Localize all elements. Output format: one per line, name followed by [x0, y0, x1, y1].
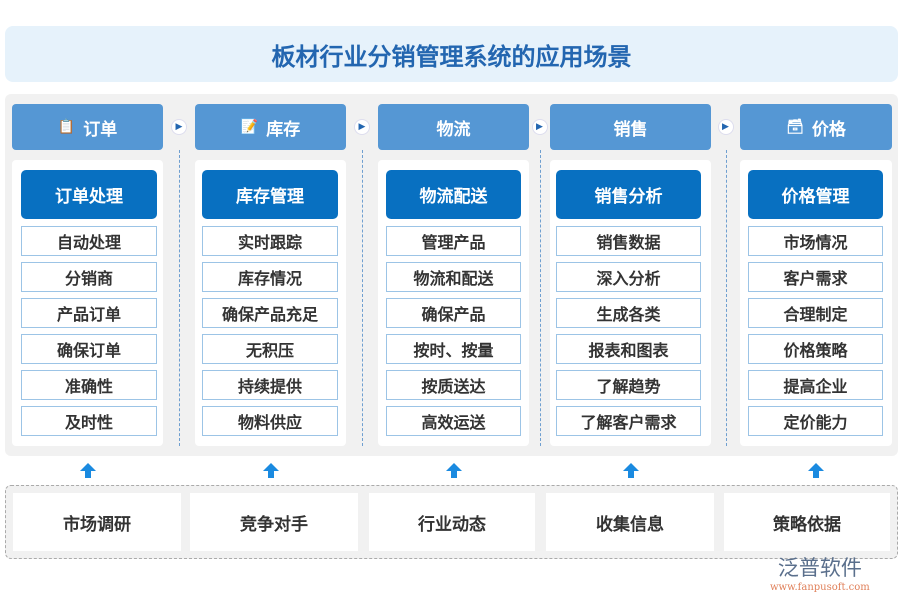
list-item: 物流和配送 [386, 262, 521, 292]
list-item: 确保订单 [21, 334, 157, 364]
list-item: 合理制定 [748, 298, 883, 328]
list-item: 按时、按量 [386, 334, 521, 364]
list-item: 及时性 [21, 406, 157, 436]
arrow-up-stem [84, 471, 91, 478]
logo-name: 泛普软件 [777, 556, 862, 580]
arrow-up-stem [813, 471, 819, 478]
header-label: 价格 [811, 119, 846, 140]
bottom-card: 策略依据 [724, 493, 890, 551]
document-edit-icon: 📝 [240, 119, 259, 135]
arrow-up-stem [267, 471, 274, 478]
arrow-up-icon [622, 463, 639, 471]
page-title: 板材行业分销管理系统的应用场景 [5, 26, 898, 82]
bottom-card: 竞争对手 [190, 493, 358, 551]
chevron-right-icon: ▶ [354, 119, 370, 135]
divider [539, 150, 541, 446]
header-label: 库存 [266, 119, 301, 140]
chevron-right-icon: ▶ [717, 119, 734, 135]
list-item: 提高企业 [748, 370, 883, 400]
arrow-up-icon [262, 463, 279, 471]
clipboard-icon: 📋 [57, 119, 76, 135]
list-item: 分销商 [21, 262, 157, 292]
list-item: 按质送达 [386, 370, 521, 400]
header-label: 物流 [436, 119, 471, 140]
header-0: 📋 订单 [12, 104, 163, 150]
list-item: 定价能力 [748, 406, 883, 436]
chevron-right-icon: ▶ [531, 119, 548, 135]
chevron-right-icon: ▶ [171, 119, 187, 135]
box-icon: 🗃 [786, 119, 804, 135]
arrow-up-icon [808, 463, 824, 471]
list-item: 持续提供 [202, 370, 338, 400]
list-item: 产品订单 [21, 298, 157, 328]
list-item: 确保产品充足 [202, 298, 338, 328]
column-title: 价格管理 [748, 170, 883, 219]
arrow-up-icon [445, 463, 462, 471]
list-item: 物料供应 [202, 406, 338, 436]
arrow-up-stem [450, 471, 457, 478]
list-item: 管理产品 [386, 226, 521, 256]
arrow-up-icon [79, 463, 96, 471]
list-item: 深入分析 [556, 262, 701, 292]
list-item: 客户需求 [748, 262, 883, 292]
list-item: 生成各类 [556, 298, 701, 328]
logo-url: www.fanpusoft.com [770, 582, 870, 593]
list-item: 准确性 [21, 370, 157, 400]
column-title: 库存管理 [202, 170, 338, 219]
list-item: 价格策略 [748, 334, 883, 364]
header-label: 销售 [613, 119, 648, 140]
divider [362, 150, 363, 446]
column-title: 销售分析 [556, 170, 701, 219]
bottom-card: 市场调研 [13, 493, 181, 551]
arrow-up-stem [627, 471, 634, 478]
list-item: 库存情况 [202, 262, 338, 292]
bottom-card: 行业动态 [369, 493, 535, 551]
list-item: 了解客户需求 [556, 406, 701, 436]
header-2: 物流 [378, 104, 529, 150]
header-label: 订单 [83, 119, 118, 140]
column-title: 订单处理 [21, 170, 157, 219]
divider [725, 150, 727, 446]
logo: 泛普软件 www.fanpusoft.com [770, 552, 870, 593]
header-4: 🗃 价格 [740, 104, 892, 150]
divider [179, 150, 180, 446]
bottom-card: 收集信息 [546, 493, 714, 551]
list-item: 无积压 [202, 334, 338, 364]
list-item: 实时跟踪 [202, 226, 338, 256]
list-item: 了解趋势 [556, 370, 701, 400]
header-1: 📝 库存 [195, 104, 346, 150]
list-item: 销售数据 [556, 226, 701, 256]
list-item: 市场情况 [748, 226, 883, 256]
header-3: 销售 [550, 104, 711, 150]
list-item: 高效运送 [386, 406, 521, 436]
list-item: 报表和图表 [556, 334, 701, 364]
column-title: 物流配送 [386, 170, 521, 219]
list-item: 自动处理 [21, 226, 157, 256]
list-item: 确保产品 [386, 298, 521, 328]
